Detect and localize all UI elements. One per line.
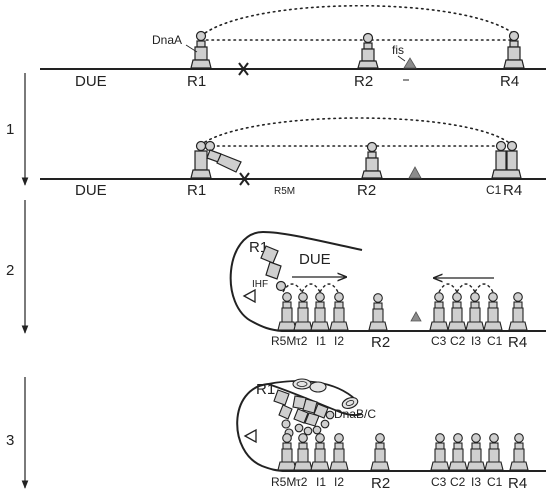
ihf-site-marker — [238, 62, 249, 76]
dnaa-box-c1 — [484, 433, 504, 471]
unwound-strand-lower — [267, 383, 363, 416]
box-label-tau2: τ2 — [296, 334, 308, 348]
r2-label: R2 — [354, 73, 373, 90]
fis-label: fis — [392, 43, 404, 57]
dnaa-loop-dotted-arc — [204, 117, 509, 143]
dnaa-pair-r4-c1 — [491, 140, 522, 179]
dnaa-box-c1 — [483, 292, 503, 331]
ihf-triangle — [242, 288, 256, 304]
dnaa-box-c2 — [448, 433, 468, 471]
box-label-i3: I3 — [471, 334, 481, 348]
step-arrows: 1 2 3 — [6, 73, 29, 489]
dnab-helicase-lower — [341, 397, 359, 409]
dnab-helicase-upper — [292, 378, 327, 393]
panel-step-2: R1 DUE IHF — [229, 230, 546, 351]
box-label-i1: I1 — [316, 475, 326, 489]
panel-step-3: R1 DnaB/C — [236, 378, 546, 492]
dnaa-box-i2 — [329, 433, 349, 471]
dnaa-box-c3 — [429, 292, 449, 331]
r1-label: R1 — [187, 73, 206, 90]
r4-label: R4 — [508, 475, 527, 492]
box-label-i1: I1 — [316, 334, 326, 348]
fis-triangle — [408, 166, 422, 179]
dnaa-box-c2 — [447, 292, 467, 331]
cooperative-arc — [319, 283, 339, 293]
dnaa-label: DnaA — [152, 33, 182, 47]
dnaa-box-c3 — [430, 433, 450, 471]
step-1-label: 1 — [6, 121, 14, 138]
due-label: DUE — [299, 251, 331, 268]
box-label-i3: I3 — [471, 475, 481, 489]
dnaa-r1-bound — [260, 245, 287, 292]
r1-label: R1 — [187, 182, 206, 199]
dnaa-box-i3 — [466, 433, 486, 471]
r4-label: R4 — [500, 73, 519, 90]
box-label-c3: C3 — [431, 475, 447, 489]
dnaa-protein-r4 — [503, 30, 525, 69]
ihf-label: IHF — [252, 279, 268, 290]
dnaa-box-tau2 — [293, 292, 313, 331]
dnaa-pointer-line — [185, 44, 198, 53]
r2-label: R2 — [357, 182, 376, 199]
ihf-site-marker — [239, 172, 250, 186]
cooperative-arc — [438, 283, 458, 293]
r2-label: R2 — [371, 475, 390, 492]
box-label-c1: C1 — [487, 475, 503, 489]
box-label-c3: C3 — [431, 334, 447, 348]
bent-dna-loop — [236, 383, 546, 472]
dnaa-box-i1 — [310, 292, 330, 331]
bent-dna-loop — [229, 230, 546, 332]
dnaa-protein-r1 — [190, 30, 212, 69]
fis-triangle — [403, 57, 417, 69]
due-label: DUE — [75, 73, 107, 90]
dnaa-box-r5m — [277, 292, 297, 331]
dnaa-box-i1 — [310, 433, 330, 471]
dnaa-protein-r4 — [509, 433, 529, 471]
dnaa-box-r5m — [277, 433, 297, 471]
step-2-label: 2 — [6, 262, 14, 279]
dnab-dnac-label: DnaB/C — [334, 407, 376, 421]
cooperative-arc — [456, 283, 476, 293]
box-label-c2: C2 — [450, 475, 466, 489]
dnaa-oligomer-r1 — [190, 140, 242, 179]
cooperative-arc — [474, 283, 494, 293]
r1-label: R1 — [256, 381, 275, 398]
dnaa-protein-r2 — [361, 141, 383, 179]
panel-step-1: DUE R1 R5M R2 C1 R4 — [40, 117, 546, 199]
dnaa-filament-cluster — [273, 389, 335, 438]
box-label-r5m: R5M — [271, 475, 296, 489]
dnaa-protein-r2 — [370, 433, 390, 471]
step-3-label: 3 — [6, 432, 14, 449]
dnaa-protein-r2 — [368, 293, 388, 331]
box-label-c1: C1 — [487, 334, 503, 348]
cooperative-arc — [282, 283, 303, 293]
r5m-label: R5M — [274, 186, 295, 197]
dnaa-loop-dotted-arc — [200, 4, 515, 37]
dnaa-protein-r4 — [508, 292, 528, 331]
due-label: DUE — [75, 182, 107, 199]
dnaa-protein-r2 — [357, 32, 379, 69]
r4-label: R4 — [503, 182, 522, 199]
box-label-c2: C2 — [450, 334, 466, 348]
r2-label: R2 — [371, 334, 390, 351]
ihf-triangle — [243, 428, 257, 444]
r4-label: R4 — [508, 334, 527, 351]
box-label-r5m: R5M — [271, 334, 296, 348]
box-label-tau2: τ2 — [296, 475, 308, 489]
cooperative-arc — [301, 283, 321, 293]
fis-pointer-line — [397, 55, 406, 62]
c1-label: C1 — [486, 183, 502, 197]
panel-initial-state: DnaA fis DUE R1 R2 R4 — [40, 4, 546, 90]
dnaa-box-i3 — [465, 292, 485, 331]
dnaa-box-i2 — [329, 292, 349, 331]
box-label-i2: I2 — [334, 334, 344, 348]
fis-triangle — [410, 311, 422, 322]
box-label-i2: I2 — [334, 475, 344, 489]
dnaa-box-tau2 — [293, 433, 313, 471]
